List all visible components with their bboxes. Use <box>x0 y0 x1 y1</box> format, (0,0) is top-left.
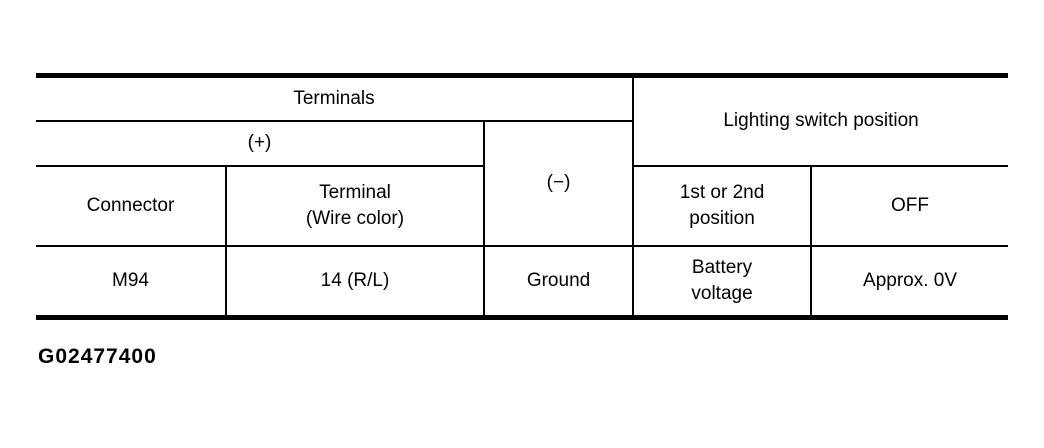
header-plus: (+) <box>36 119 485 167</box>
header-1st-or-2nd-position: 1st or 2nd position <box>632 164 813 247</box>
header-lighting-switch-position: Lighting switch position <box>632 73 1009 167</box>
cell-terminal-wire-color-value: 14 (R/L) <box>225 244 485 320</box>
header-terminals: Terminals <box>36 73 635 122</box>
cell-minus-value: Ground <box>482 244 635 320</box>
table-row: M94 14 (R/L) Ground Battery voltage Appr… <box>36 244 1009 320</box>
header-connector: Connector <box>36 164 227 247</box>
header-off: OFF <box>810 164 1009 247</box>
terminal-voltage-spec-table: Terminals Lighting switch position (+) (… <box>36 73 1009 320</box>
cell-1st-or-2nd-position-value: Battery voltage <box>632 244 813 320</box>
header-terminal-wire-color: Terminal (Wire color) <box>225 164 485 247</box>
header-minus: (−) <box>482 119 635 247</box>
figure-id-label: G02477400 <box>38 345 157 368</box>
cell-connector-value: M94 <box>36 244 227 320</box>
cell-off-value: Approx. 0V <box>810 244 1009 320</box>
